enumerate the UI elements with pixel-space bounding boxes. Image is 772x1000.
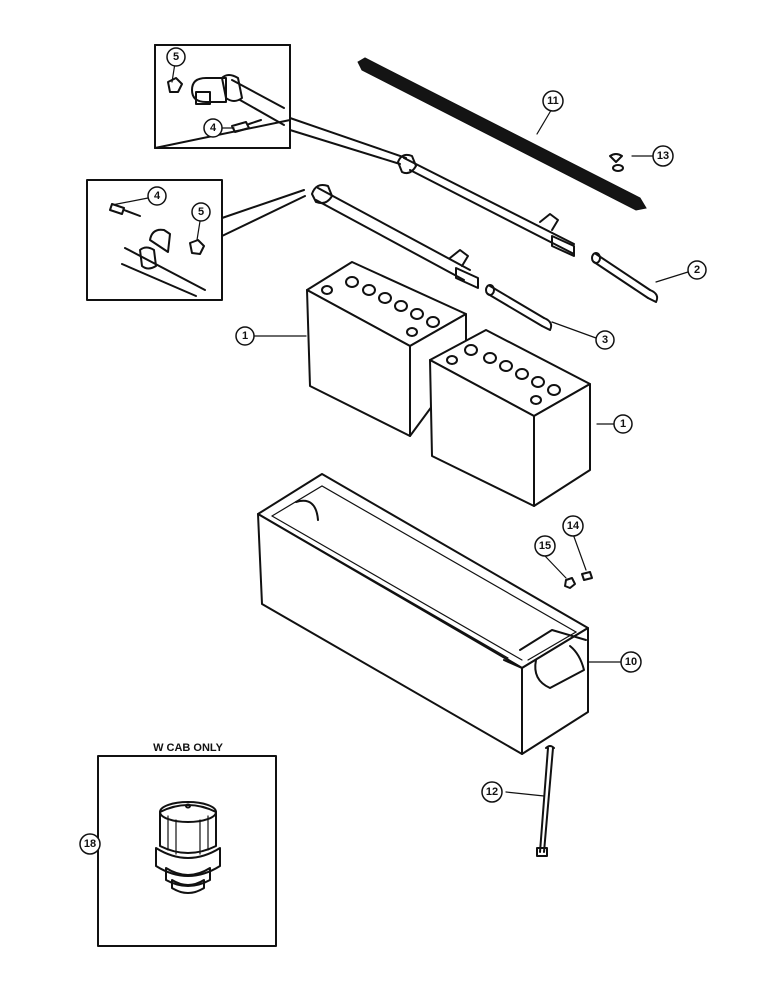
callout-3-label: 3 — [602, 334, 608, 346]
callout-11: 11 — [542, 90, 564, 112]
callout-15-label: 15 — [539, 540, 551, 552]
battery-front — [429, 329, 591, 507]
callout-3: 3 — [595, 330, 615, 350]
part-14-screw — [581, 571, 593, 581]
callout-12-label: 12 — [486, 786, 498, 798]
callout-5-top-label: 5 — [173, 51, 179, 63]
callout-13: 13 — [652, 145, 674, 167]
part-11-hold-down-strap — [357, 57, 647, 211]
part-2-short-cable — [591, 252, 659, 303]
callout-5-left-label: 5 — [198, 206, 204, 218]
callout-5-top: 5 — [166, 47, 186, 67]
callout-1-right: 1 — [613, 414, 633, 434]
part-13-wing-nut — [609, 153, 624, 172]
callout-13-label: 13 — [657, 150, 669, 162]
callout-15: 15 — [534, 535, 556, 557]
callout-18: 18 — [79, 833, 101, 855]
inset-leader-top — [289, 117, 407, 159]
callout-4-top: 4 — [203, 118, 223, 138]
callout-leaders — [111, 62, 689, 797]
inset-terminal-clamp-left — [86, 179, 223, 301]
callout-2: 2 — [687, 260, 707, 280]
callout-10: 10 — [620, 651, 642, 673]
callout-1-left-label: 1 — [242, 330, 248, 342]
inset-caption: W CAB ONLY — [153, 742, 224, 754]
callout-14-label: 14 — [567, 520, 580, 532]
battery-cable-lower — [311, 184, 479, 289]
callout-10-label: 10 — [625, 656, 637, 668]
callout-5-left: 5 — [191, 202, 211, 222]
callout-4-left-label: 4 — [154, 190, 161, 202]
callout-4-left: 4 — [147, 186, 167, 206]
inset-terminal-clamp-top — [154, 44, 291, 149]
inset-cab-only — [97, 755, 277, 947]
part-15-nut — [564, 577, 576, 589]
callout-1-left: 1 — [235, 326, 255, 346]
inset-leader-left — [221, 189, 305, 219]
part-12-rod — [536, 745, 555, 857]
callout-4-top-label: 4 — [210, 122, 217, 134]
callout-2-label: 2 — [694, 264, 700, 276]
callout-11-label: 11 — [547, 95, 559, 107]
part-10-battery-box — [257, 473, 589, 755]
callout-12: 12 — [481, 781, 503, 803]
part-3-short-cable — [485, 284, 553, 331]
battery-cable-upper — [397, 153, 575, 257]
callout-18-label: 18 — [84, 838, 96, 850]
callout-14: 14 — [562, 515, 584, 537]
callout-1-right-label: 1 — [620, 418, 626, 430]
